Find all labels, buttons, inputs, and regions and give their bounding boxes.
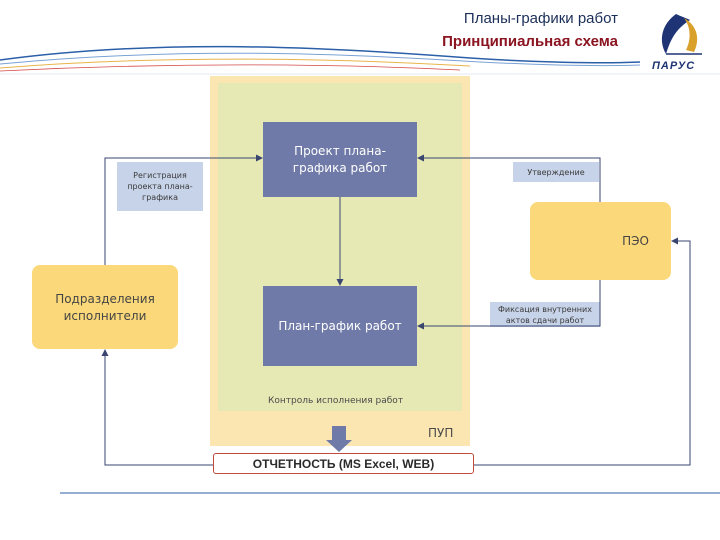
peo-to-plan-arrow xyxy=(417,280,601,330)
registration-label-box: Регистрация проекта плана-графика xyxy=(117,162,203,211)
approval-label: Утверждение xyxy=(527,167,585,177)
executors-box: Подразделения исполнители xyxy=(32,265,178,349)
reports-to-executors-arrow xyxy=(101,349,213,466)
parus-logo-icon xyxy=(661,14,702,55)
logo-text: ПАРУС xyxy=(652,60,696,72)
draft-plan-box: Проект плана-графика работ xyxy=(263,122,417,197)
approval-label-box: Утверждение xyxy=(513,162,599,182)
fixation-label: Фиксация внутренних актов сдачи работ xyxy=(498,304,592,325)
fixation-label-box: Фиксация внутренних актов сдачи работ xyxy=(490,302,600,327)
page-subtitle: Принципиальная схема xyxy=(442,33,618,50)
peo-to-draft-arrow xyxy=(417,154,601,202)
reports-label: ОТЧЕТНОСТЬ (MS Excel, WEB) xyxy=(252,456,435,471)
down-arrow-icon xyxy=(326,426,352,452)
executors-label: Подразделения исполнители xyxy=(55,292,155,323)
registration-label: Регистрация проекта плана-графика xyxy=(127,171,193,202)
pup-label: ПУП xyxy=(428,426,454,440)
plan-schedule-box: План-график работ xyxy=(263,286,417,366)
header-swoosh-decoration xyxy=(0,45,720,75)
peo-label: ПЭО xyxy=(622,234,649,248)
executors-to-draft-arrow xyxy=(104,154,263,265)
draft-plan-label: Проект плана-графика работ xyxy=(292,143,388,175)
page-title: Планы-графики работ xyxy=(463,10,618,27)
reports-to-peo-arrow xyxy=(474,237,691,466)
plan-schedule-label: План-график работ xyxy=(278,318,402,333)
reports-bar: ОТЧЕТНОСТЬ (MS Excel, WEB) xyxy=(213,453,474,474)
control-label: Контроль исполнения работ xyxy=(268,396,404,406)
peo-box: ПЭО xyxy=(530,202,671,280)
